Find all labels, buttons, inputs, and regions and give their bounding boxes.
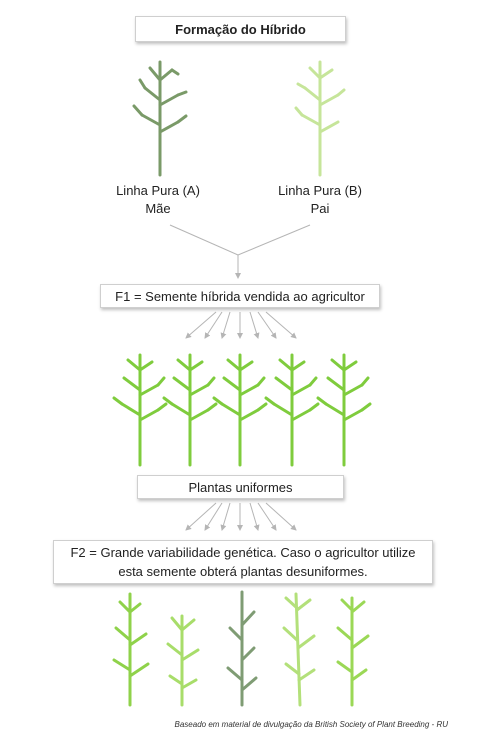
credit-note: Baseado em material de divulgação da Bri… [174,720,448,729]
parent-a-label: Linha Pura (A) Mãe [98,182,218,218]
spread-arrows-bottom [185,502,297,531]
f1-plant-icon [162,353,218,467]
f1-text: F1 = Semente híbrida vendida ao agricult… [115,288,365,304]
f2-text-line2: esta semente obterá plantas desuniformes… [118,564,368,579]
parent-b-label: Linha Pura (B) Pai [260,182,380,218]
f2-plant-icon [112,592,150,707]
f1-box: F1 = Semente híbrida vendida ao agricult… [100,284,380,308]
merge-arrows [169,224,311,279]
f2-plant-icon [166,614,200,707]
varied-plants [112,590,370,707]
f1-plant-icon [112,353,168,467]
f2-text-line1: F2 = Grande variabilidade genética. Caso… [70,545,416,560]
diagram-title: Formação do Híbrido [135,16,346,42]
f2-plant-icon [336,596,370,707]
spread-arrows-top [185,311,297,339]
uniform-plants-text: Plantas uniformes [188,479,293,495]
mother-plant-icon [132,60,188,177]
uniform-plants [112,353,372,467]
f2-plant-icon [282,592,316,707]
parent-b-line: Linha Pura (B) [278,183,362,198]
uniform-plants-box: Plantas uniformes [137,475,344,499]
parent-b-role: Pai [310,201,330,216]
f1-plant-icon [264,353,320,467]
f2-plant-icon [226,590,258,707]
parent-a-line: Linha Pura (A) [116,183,200,198]
diagram-title-text: Formação do Híbrido [175,21,306,37]
father-plant-icon [294,60,346,177]
parent-a-role: Mãe [145,201,171,216]
f1-plant-icon [212,353,268,467]
f2-box: F2 = Grande variabilidade genética. Caso… [53,540,433,584]
f1-plant-icon [316,353,372,467]
